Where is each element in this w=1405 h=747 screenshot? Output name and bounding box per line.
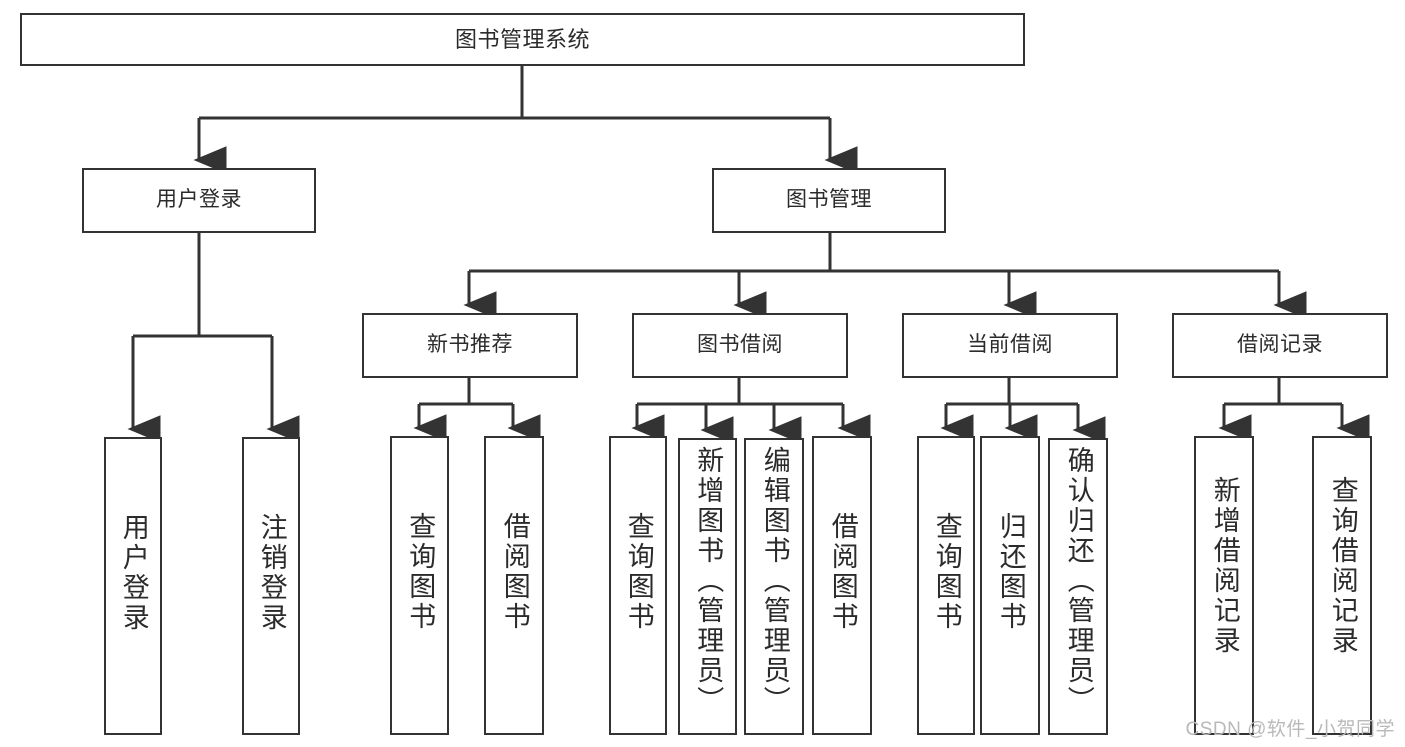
node-label: 新增借阅记录: [1209, 476, 1240, 656]
node-label: 查询图书: [405, 512, 436, 632]
leaf-borrow-edit-book-admin[interactable]: 编辑图书（管理员）: [744, 438, 804, 735]
node-label: 确认归还（管理员）: [1063, 446, 1094, 716]
node-label: 新增图书（管理员）: [693, 446, 724, 716]
leaf-current-return-book[interactable]: 归还图书: [980, 436, 1040, 735]
leaf-current-query-book[interactable]: 查询图书: [917, 436, 975, 735]
leaf-borrow-query-book[interactable]: 查询图书: [609, 436, 667, 735]
node-current-borrow[interactable]: 当前借阅: [902, 313, 1118, 378]
node-label: 借阅图书: [827, 512, 858, 632]
watermark-text: CSDN @软件_小贺同学: [1185, 719, 1395, 740]
leaf-user-logout[interactable]: 注销登录: [242, 437, 300, 735]
node-label: 图书管理系统: [454, 26, 590, 52]
leaf-user-login[interactable]: 用户登录: [104, 437, 162, 735]
leaf-record-add-record[interactable]: 新增借阅记录: [1194, 436, 1254, 735]
leaf-borrow-borrow-book[interactable]: 借阅图书: [812, 436, 872, 735]
node-borrow-record[interactable]: 借阅记录: [1172, 313, 1388, 378]
node-label: 注销登录: [256, 513, 287, 633]
node-label: 查询图书: [931, 512, 962, 632]
node-label: 图书借阅: [697, 333, 783, 357]
node-label: 新书推荐: [427, 333, 513, 357]
node-label: 编辑图书（管理员）: [759, 446, 790, 716]
leaf-borrow-add-book-admin[interactable]: 新增图书（管理员）: [678, 438, 737, 735]
node-label: 借阅记录: [1237, 333, 1323, 357]
node-label: 用户登录: [156, 188, 242, 212]
node-user-login[interactable]: 用户登录: [82, 168, 316, 233]
leaf-current-confirm-return-admin[interactable]: 确认归还（管理员）: [1048, 438, 1108, 735]
node-new-book-recommend[interactable]: 新书推荐: [362, 313, 578, 378]
node-root-system[interactable]: 图书管理系统: [20, 13, 1025, 66]
leaf-record-query-record[interactable]: 查询借阅记录: [1312, 436, 1372, 735]
node-label: 查询图书: [623, 512, 654, 632]
node-label: 当前借阅: [967, 333, 1053, 357]
leaf-recommend-query-book[interactable]: 查询图书: [390, 436, 449, 735]
node-label: 查询借阅记录: [1327, 476, 1358, 656]
node-label: 归还图书: [995, 512, 1026, 632]
node-label: 图书管理: [786, 188, 872, 212]
leaf-recommend-borrow-book[interactable]: 借阅图书: [484, 436, 544, 735]
node-book-borrow[interactable]: 图书借阅: [632, 313, 848, 378]
node-label: 用户登录: [118, 513, 149, 633]
node-label: 借阅图书: [499, 512, 530, 632]
node-book-management[interactable]: 图书管理: [712, 168, 946, 233]
